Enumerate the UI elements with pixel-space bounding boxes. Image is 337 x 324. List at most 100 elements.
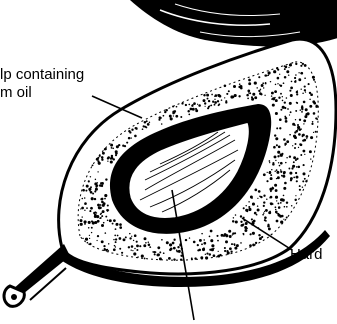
stipple-dot [290, 87, 293, 90]
stipple-dot [265, 83, 267, 85]
stipple-dot [296, 102, 297, 103]
stipple-dot [214, 99, 215, 100]
stipple-dot [218, 94, 221, 97]
stipple-dot [246, 205, 247, 206]
stipple-dot [312, 121, 314, 123]
stipple-dot [310, 136, 313, 139]
stipple-dot [301, 89, 302, 90]
stipple-dot [280, 171, 282, 173]
stipple-dot [99, 217, 101, 219]
stipple-dot [301, 108, 303, 110]
stipple-dot [298, 78, 301, 81]
stipple-dot [263, 201, 265, 203]
stipple-dot [270, 81, 271, 82]
stipple-dot [135, 127, 137, 129]
stipple-dot [119, 237, 122, 240]
stipple-dot [260, 196, 262, 198]
stipple-dot [296, 93, 298, 95]
stipple-dot [172, 111, 175, 114]
stipple-dot [181, 102, 183, 104]
stipple-dot [224, 247, 226, 249]
stipple-dot [284, 144, 286, 146]
stipple-dot [82, 238, 83, 239]
stipple-dot [159, 116, 162, 119]
stipple-dot [136, 249, 138, 251]
stipple-dot [240, 221, 242, 223]
stipple-dot [229, 235, 232, 238]
stipple-dot [258, 90, 260, 92]
stipple-dot [141, 255, 144, 258]
stipple-dot [115, 154, 117, 156]
stipple-dot [115, 150, 118, 153]
stipple-dot [275, 211, 278, 214]
stipple-dot [271, 187, 274, 190]
stipple-dot [278, 145, 281, 148]
stipple-dot [105, 178, 107, 180]
stipple-dot [101, 224, 104, 227]
stipple-dot [88, 188, 91, 191]
stipple-dot [144, 257, 146, 259]
stipple-dot [161, 239, 163, 241]
stipple-dot [107, 157, 109, 159]
stipple-dot [89, 238, 90, 239]
stipple-dot [290, 65, 292, 67]
stipple-dot [303, 164, 305, 166]
stipple-dot [193, 241, 196, 244]
stipple-dot [291, 81, 293, 83]
stipple-dot [271, 98, 272, 99]
stipple-dot [211, 94, 213, 96]
stipple-dot [277, 151, 280, 154]
stipple-dot [282, 100, 284, 102]
fruit-stalk [4, 244, 70, 306]
stipple-dot [131, 245, 134, 248]
stipple-dot [298, 166, 301, 169]
stipple-dot [91, 227, 93, 229]
stipple-dot [88, 227, 90, 229]
stipple-dot [296, 176, 299, 179]
stipple-dot [293, 135, 296, 138]
stipple-dot [230, 251, 232, 253]
stipple-dot [276, 171, 279, 174]
stipple-dot [107, 161, 108, 162]
stipple-dot [258, 76, 260, 78]
stipple-dot [267, 172, 268, 173]
stipple-dot [302, 186, 303, 187]
stipple-dot [293, 177, 295, 179]
stipple-dot [143, 125, 145, 127]
stipple-dot [275, 189, 278, 192]
stipple-dot [157, 246, 160, 249]
stipple-dot [228, 230, 231, 233]
stipple-dot [268, 75, 270, 77]
stipple-dot [111, 147, 113, 149]
stipple-dot [248, 208, 251, 211]
stipple-dot [219, 254, 221, 256]
stipple-dot [263, 205, 265, 207]
stipple-dot [97, 221, 99, 223]
stipple-dot [270, 202, 271, 203]
stipple-dot [302, 63, 304, 65]
stipple-dot [280, 93, 282, 95]
stipple-dot [173, 258, 175, 260]
stipple-dot [90, 207, 93, 210]
stipple-dot [164, 111, 166, 113]
stipple-dot [289, 134, 291, 136]
stipple-dot [126, 142, 128, 144]
stipple-dot [311, 123, 313, 125]
stipple-dot [268, 211, 271, 214]
stipple-dot [264, 74, 266, 76]
stipple-dot [276, 67, 278, 69]
stipple-dot [284, 182, 287, 185]
stipple-dot [257, 209, 260, 212]
stipple-dot [84, 210, 85, 211]
stipple-dot [279, 127, 281, 129]
stipple-dot [298, 72, 299, 73]
stipple-dot [283, 187, 286, 190]
stipple-dot [133, 252, 136, 255]
stipple-dot [195, 109, 198, 112]
stipple-dot [276, 178, 277, 179]
stipple-dot [80, 223, 83, 226]
stipple-dot [148, 244, 151, 247]
stipple-dot [192, 108, 195, 111]
stipple-dot [104, 198, 106, 200]
